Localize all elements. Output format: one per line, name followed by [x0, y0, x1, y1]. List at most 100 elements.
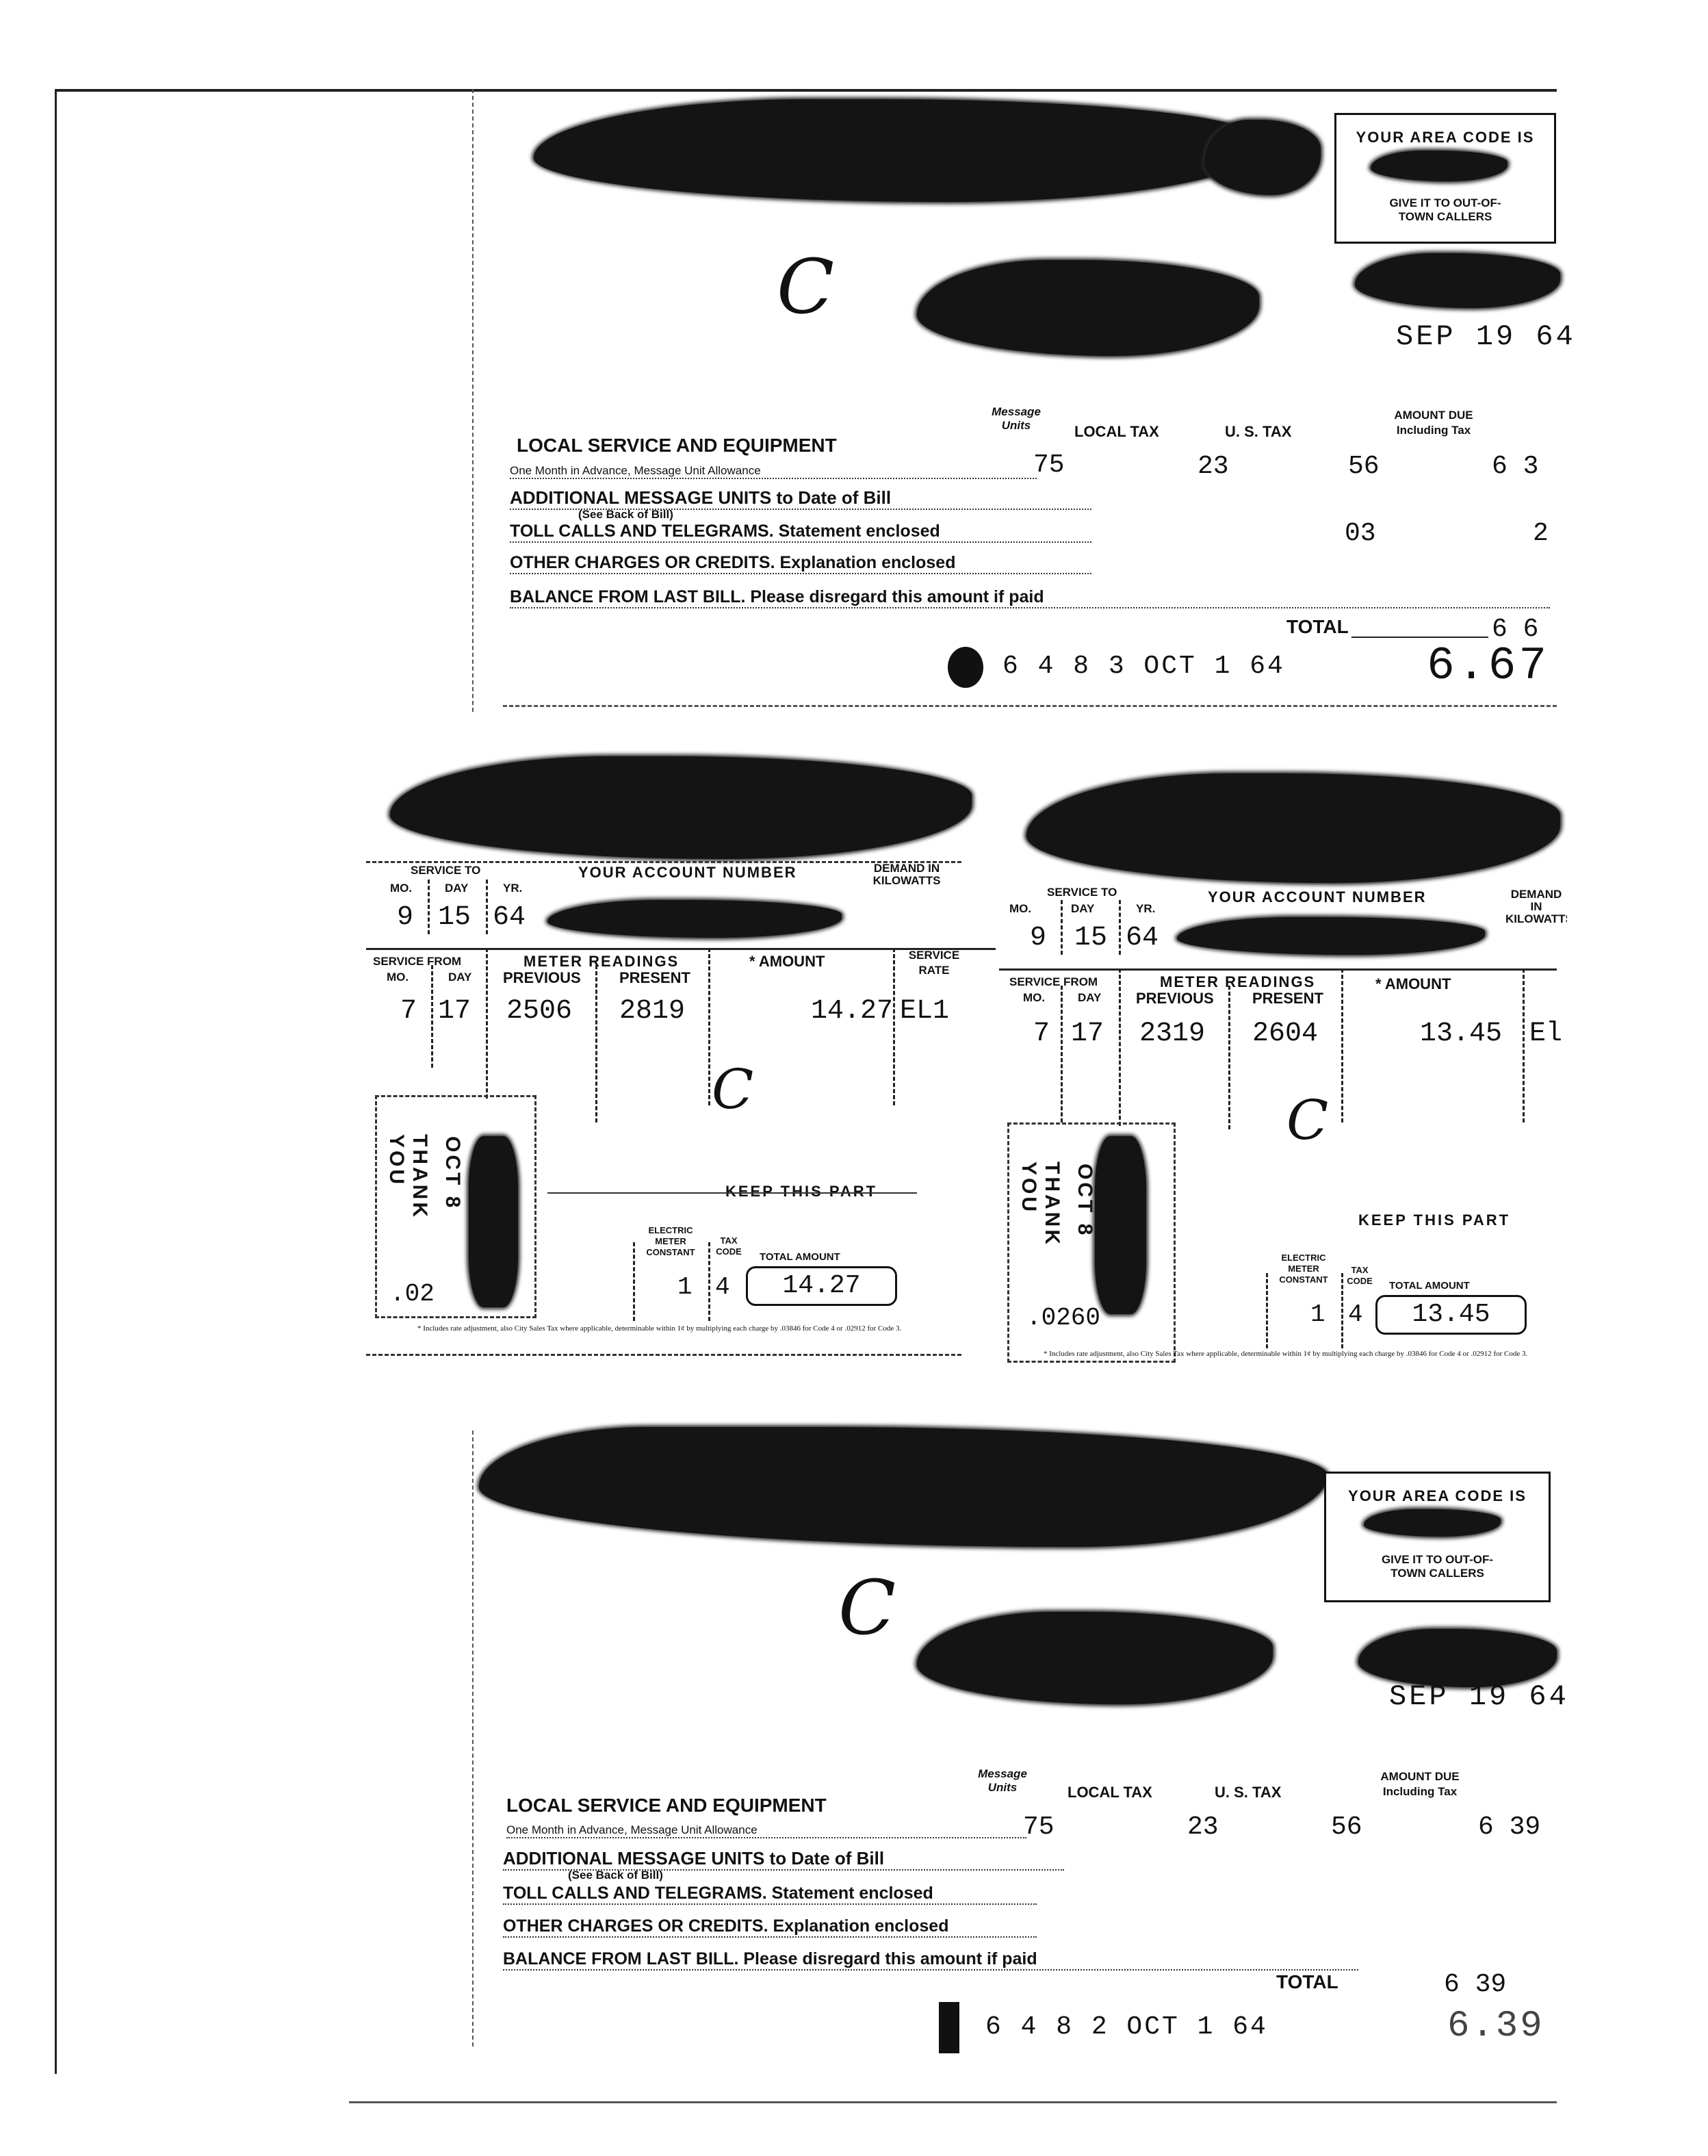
- bill-left-border: [472, 1430, 475, 2046]
- col-divider: [1523, 968, 1525, 1122]
- redacted-name: [1026, 773, 1560, 883]
- meter-constant-label: ELECTRIC METER CONSTANT: [1279, 1253, 1328, 1285]
- row-balance: BALANCE FROM LAST BILL. Please disregard…: [503, 1949, 1358, 1971]
- area-code-note: GIVE IT TO OUT-OF-TOWN CALLERS: [1389, 196, 1501, 223]
- value-amount: 6 3: [1492, 452, 1539, 481]
- total-amount-label: TOTAL AMOUNT: [1389, 1280, 1470, 1292]
- col-divider: [595, 965, 597, 1122]
- tear-line: [503, 705, 1557, 707]
- row-one-month: One Month in Advance, Message Unit Allow…: [510, 464, 1037, 479]
- amount-value: 14.27: [811, 996, 894, 1027]
- redacted-name: [390, 756, 972, 859]
- service-rate-label: SERVICE RATE: [908, 949, 960, 977]
- meter-constant-label: ELECTRIC METER CONSTANT: [646, 1225, 695, 1257]
- value-us-tax: 56: [1331, 1812, 1362, 1842]
- value-us-tax: 56: [1348, 452, 1380, 481]
- tax-code: 4: [1348, 1300, 1363, 1329]
- header-local-tax: LOCAL TAX: [1074, 423, 1159, 440]
- service-from-day: 17: [1071, 1018, 1104, 1049]
- from-day-label: DAY: [448, 971, 472, 984]
- header-local-tax: LOCAL TAX: [1068, 1784, 1152, 1801]
- stamp-date: OCT 8: [1074, 1164, 1096, 1238]
- redacted-name-address: [1204, 120, 1321, 195]
- paid-amount: 6.39: [1447, 2005, 1544, 2047]
- area-code-note: GIVE IT TO OUT-OF-TOWN CALLERS: [1381, 1553, 1494, 1580]
- demand-label: DEMAND IN KILOWATTS: [872, 862, 941, 887]
- col-divider: [1266, 1273, 1268, 1348]
- total-value: 6 39: [1444, 1970, 1507, 1999]
- meter-readings-label: METER READINGS: [1160, 973, 1316, 990]
- value-toll-us-tax: 03: [1345, 519, 1376, 548]
- total-amount-box: 13.45: [1375, 1295, 1527, 1335]
- payment-stamp-dot: [948, 647, 983, 688]
- service-from-mo: 7: [400, 996, 417, 1027]
- meter-constant: 1: [1310, 1300, 1325, 1329]
- from-day-label: DAY: [1078, 991, 1102, 1004]
- redacted-account-number: [1355, 253, 1560, 308]
- amount-value: 13.45: [1420, 1018, 1503, 1049]
- row-toll-calls: TOLL CALLS AND TELEGRAMS. Statement encl…: [510, 522, 1091, 543]
- value-amount: 6 39: [1478, 1812, 1541, 1842]
- day-label: DAY: [445, 882, 469, 895]
- redacted-account-number: [917, 1612, 1273, 1704]
- previous-label: PREVIOUS: [1136, 990, 1214, 1007]
- footnote: * Includes rate adjustment, also City Sa…: [417, 1324, 902, 1333]
- row-toll-calls: TOLL CALLS AND TELEGRAMS. Statement encl…: [503, 1884, 1037, 1905]
- handwritten-check-mark: C: [1286, 1088, 1329, 1152]
- service-to-day: 15: [1074, 923, 1108, 953]
- service-to-mo: 9: [397, 902, 414, 933]
- previous-reading: 2319: [1139, 1018, 1206, 1049]
- service-from-mo: 7: [1033, 1018, 1050, 1049]
- col-divider: [486, 948, 488, 1099]
- row-one-month: One Month in Advance, Message Unit Allow…: [506, 1823, 1026, 1838]
- stub-bottom-line: [366, 1354, 961, 1356]
- header-message-units: Message Units: [978, 1767, 1027, 1794]
- day-label: DAY: [1071, 902, 1095, 915]
- col-divider: [1341, 968, 1343, 1122]
- bottom-edge-line: [349, 2101, 1557, 2103]
- redacted-account-detail: [1095, 1136, 1146, 1314]
- area-code-title: YOUR AREA CODE IS: [1348, 1487, 1527, 1504]
- service-to-yr: 64: [493, 902, 526, 933]
- service-to-label: SERVICE TO: [411, 864, 481, 877]
- yr-label: YR.: [503, 882, 523, 895]
- row-see-back: (See Back of Bill): [578, 508, 673, 521]
- col-divider: [1228, 986, 1230, 1129]
- service-from-day: 17: [438, 996, 471, 1027]
- previous-label: PREVIOUS: [503, 969, 581, 986]
- handwritten-check-mark: C: [712, 1057, 754, 1121]
- thank-you-stamp: THANK YOU OCT 8: [375, 1095, 536, 1318]
- area-code-box: YOUR AREA CODE IS GIVE IT TO OUT-OF-TOWN…: [1334, 113, 1556, 244]
- header-message-units: Message Units: [992, 405, 1041, 432]
- keep-line: [547, 1192, 917, 1194]
- value-toll-amount: 2: [1533, 519, 1549, 548]
- value-units: 75: [1023, 1812, 1054, 1842]
- meter-constant: 1: [677, 1273, 693, 1301]
- row-balance: BALANCE FROM LAST BILL. Please disregard…: [510, 587, 1550, 608]
- header-us-tax: U. S. TAX: [1225, 423, 1292, 440]
- stub-top-line: [366, 861, 961, 863]
- amount-label: * AMOUNT: [749, 953, 825, 970]
- keep-this-part: KEEP THIS PART: [1358, 1211, 1511, 1229]
- col-divider: [1119, 900, 1121, 955]
- from-mo-label: MO.: [387, 971, 409, 984]
- col-divider: [1061, 986, 1063, 1122]
- value-local-tax: 23: [1198, 452, 1229, 481]
- payment-stamp-mark: [939, 2002, 959, 2053]
- tax-code-label: TAX CODE: [716, 1235, 742, 1257]
- total-amount-box: 14.27: [746, 1266, 897, 1306]
- stamp-date: OCT 8: [441, 1136, 464, 1211]
- previous-reading: 2506: [506, 996, 573, 1027]
- bill-date: SEP 19 64: [1389, 1680, 1569, 1713]
- service-to-mo: 9: [1030, 923, 1047, 953]
- readings-top-line: [999, 968, 1557, 971]
- amount-label: * AMOUNT: [1375, 975, 1451, 992]
- header-amount-due: AMOUNT DUE Including Tax: [1394, 409, 1473, 437]
- footnote: * Includes rate adjustment, also City Sa…: [1044, 1350, 1528, 1358]
- total-label: TOTAL: [1276, 1971, 1338, 1992]
- redacted-account-detail: [469, 1136, 518, 1307]
- col-divider: [1061, 900, 1063, 955]
- row-local-service: LOCAL SERVICE AND EQUIPMENT: [506, 1795, 827, 1816]
- present-reading: 2604: [1252, 1018, 1319, 1049]
- col-divider: [486, 880, 488, 934]
